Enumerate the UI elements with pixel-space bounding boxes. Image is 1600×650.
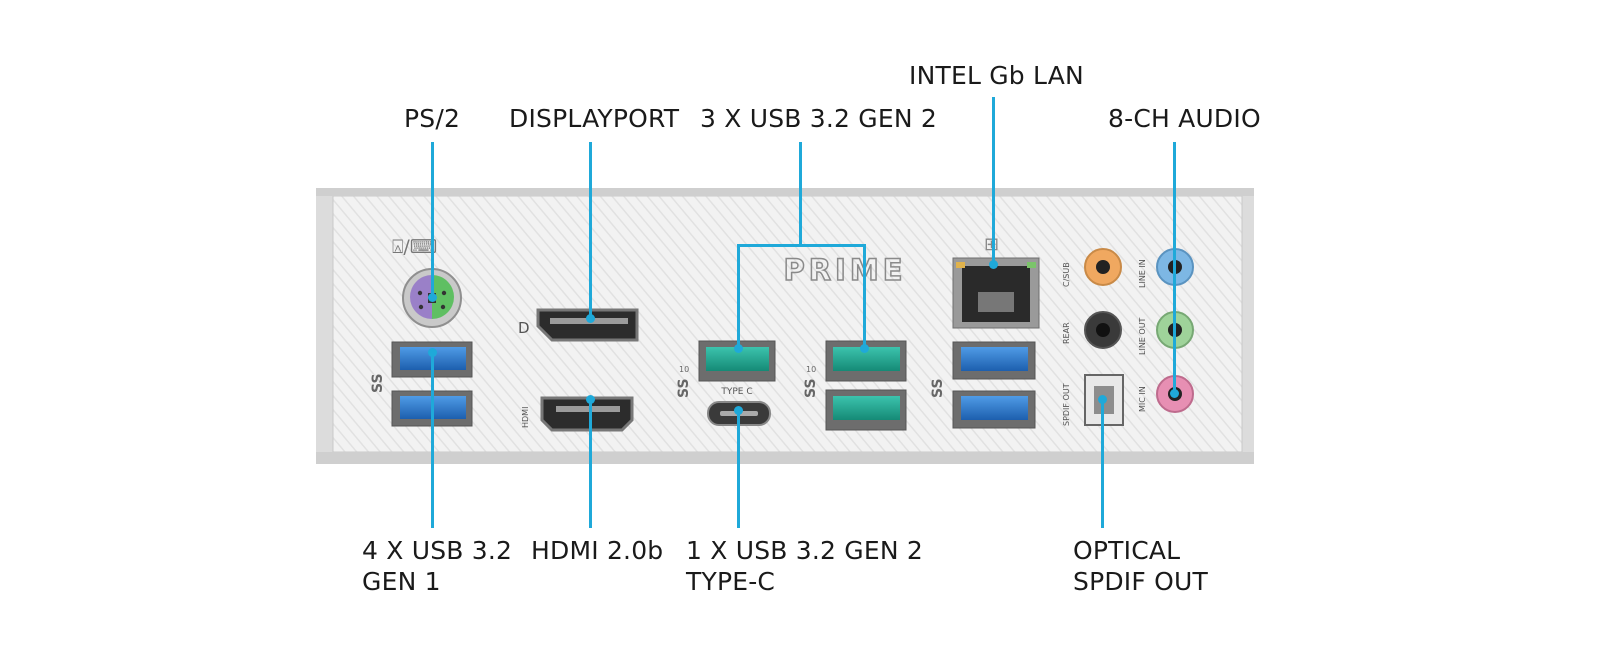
- leader-usb-gen2-dot-1: [734, 344, 743, 353]
- leader-lan-dot: [989, 260, 998, 269]
- usb10-logo-icon-2: SS: [803, 378, 819, 398]
- leader-typec: [737, 410, 740, 528]
- leader-displayport: [589, 142, 592, 318]
- leader-optical: [1101, 400, 1104, 528]
- usb10-mark: 10: [679, 365, 689, 374]
- hdmi-port: HDMI: [521, 396, 634, 432]
- line-in-mark: LINE IN: [1138, 259, 1147, 288]
- leader-usb-gen1-dot: [428, 348, 437, 357]
- leader-usb-gen1: [431, 352, 434, 528]
- leader-displayport-dot: [586, 314, 595, 323]
- leader-typec-dot: [734, 406, 743, 415]
- label-displayport: DISPLAYPORT: [509, 104, 680, 133]
- label-hdmi: HDMI 2.0b: [531, 536, 664, 565]
- rear-mark: REAR: [1062, 322, 1071, 344]
- leader-usb-gen2-dot-2: [860, 344, 869, 353]
- audio-jacks: C/SUB REAR SPDIF OUT LINE IN LINE OUT MI…: [1062, 248, 1194, 426]
- leader-lan: [992, 97, 995, 263]
- leader-usb-gen2: [799, 142, 802, 246]
- usb10-logo-icon: SS: [676, 378, 692, 398]
- leader-ps2: [431, 142, 434, 298]
- mouse-keyboard-icon: ⍓/⌨: [392, 236, 437, 258]
- usb-gen1-right-stack: SS: [930, 341, 1036, 429]
- lan-port: ⊞: [952, 234, 1040, 329]
- network-icon: ⊞: [984, 234, 999, 255]
- leader-optical-dot: [1098, 395, 1107, 404]
- line-out-mark: LINE OUT: [1138, 317, 1147, 355]
- label-usb-gen1: 4 X USB 3.2 GEN 1: [362, 536, 513, 596]
- label-ps2: PS/2: [404, 104, 461, 133]
- hdmi-mark: HDMI: [521, 407, 530, 428]
- usb10-mark-2: 10: [806, 365, 816, 374]
- type-c-mark: TYPE C: [720, 387, 752, 397]
- leader-audio: [1173, 142, 1176, 394]
- label-typec: 1 X USB 3.2 GEN 2 TYPE-C: [686, 536, 924, 596]
- label-audio: 8-CH AUDIO: [1108, 104, 1261, 133]
- usb-logo-icon: SS: [370, 373, 386, 393]
- leader-hdmi: [589, 400, 592, 528]
- label-optical: OPTICAL SPDIF OUT: [1073, 536, 1208, 596]
- leader-ps2-dot: [428, 293, 437, 302]
- leader-hdmi-dot: [586, 395, 595, 404]
- label-lan: INTEL Gb LAN: [909, 61, 1084, 90]
- label-usb-gen2: 3 X USB 3.2 GEN 2: [700, 104, 938, 133]
- csub-mark: C/SUB: [1062, 262, 1071, 287]
- dp-logo-icon: D: [518, 319, 530, 337]
- ps2-port: ⍓/⌨: [392, 236, 462, 328]
- brand-logo: PRIME: [783, 253, 906, 287]
- spdif-mark: SPDIF OUT: [1062, 383, 1071, 426]
- usb-logo-icon-2: SS: [930, 378, 946, 398]
- mic-in-mark: MIC IN: [1138, 386, 1147, 412]
- leader-audio-dot: [1170, 389, 1179, 398]
